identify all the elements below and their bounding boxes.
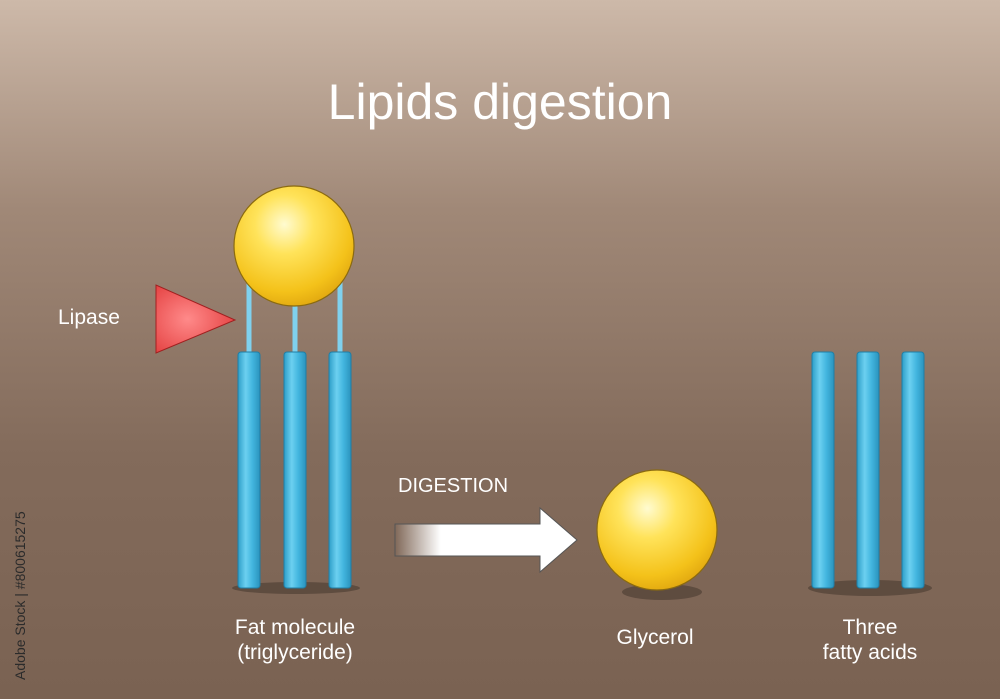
digestion-arrow-icon <box>394 506 578 574</box>
digestion-label: DIGESTION <box>398 475 509 497</box>
fat-molecule-label: Fat molecule (triglyceride) <box>200 615 390 665</box>
stock-credit: Adobe Stock | #800615275 <box>12 511 28 680</box>
fatty-acids-label-line1: Three <box>842 616 898 639</box>
lipase-triangle-icon <box>155 284 237 354</box>
glycerol-sphere-icon <box>233 185 355 307</box>
glycerol-label: Glycerol <box>616 626 694 649</box>
fatty-acid-bond <box>246 282 343 356</box>
fatty-acid-rod-icon <box>283 351 307 589</box>
fatty-acids-label-line2: fatty acids <box>822 641 918 664</box>
fat-molecule-label-line2: (triglyceride) <box>237 641 353 664</box>
fatty-acid-rod-icon <box>328 351 352 589</box>
fat-molecule-label-line1: Fat molecule <box>234 616 356 639</box>
fatty-acid-rod-icon <box>237 351 261 589</box>
glycerol <box>596 469 718 600</box>
diagram-title: Lipids digestion <box>327 74 673 130</box>
fatty-acids-label: Three fatty acids <box>795 615 945 665</box>
fatty-acid-rod-icon <box>901 351 925 589</box>
fat-molecule <box>232 185 360 594</box>
lipase-label: Lipase <box>58 306 120 329</box>
fatty-acid-rod-icon <box>856 351 880 589</box>
glycerol-sphere-icon <box>596 469 718 591</box>
fatty-acid-rod-icon <box>811 351 835 589</box>
three-fatty-acids <box>808 351 932 596</box>
